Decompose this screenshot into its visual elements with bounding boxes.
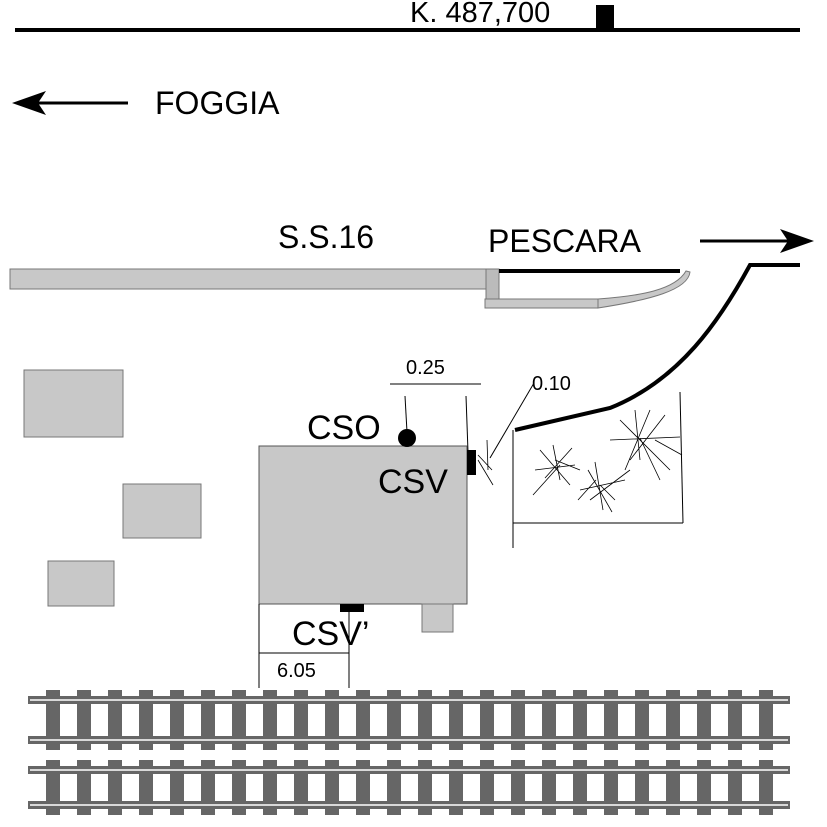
label-cso: CSO	[307, 409, 381, 447]
track-tie	[666, 690, 680, 750]
track-tie	[46, 690, 60, 750]
track-tie	[728, 690, 742, 750]
direction-foggia: FOGGIA	[155, 85, 280, 121]
leader-line	[465, 395, 469, 453]
track-tie	[387, 690, 401, 750]
plant-icon	[532, 409, 683, 513]
arrow-right-icon	[700, 229, 814, 253]
leader-line	[404, 395, 408, 433]
side-road-curve	[597, 270, 691, 309]
track-tie	[325, 690, 339, 750]
track-tie	[170, 690, 184, 750]
side-road	[484, 298, 599, 309]
csv-marker	[467, 450, 476, 475]
cso-marker	[398, 429, 416, 447]
leader-line	[489, 382, 535, 459]
track-tie	[77, 690, 91, 750]
track-tie	[635, 690, 649, 750]
track-tie	[263, 690, 277, 750]
garden-area	[512, 391, 684, 548]
track-tie	[356, 690, 370, 750]
track-tie	[542, 690, 556, 750]
track-tie	[604, 690, 618, 750]
arrow-left-icon	[12, 91, 128, 115]
track-tie	[480, 690, 494, 750]
dimension-top: 0.25	[406, 357, 445, 379]
track-tie	[759, 690, 773, 750]
main-building	[258, 445, 468, 605]
hatch	[477, 439, 494, 486]
track-tie	[108, 690, 122, 750]
building-block	[23, 369, 124, 438]
track-tie	[449, 690, 463, 750]
track-tie	[232, 690, 246, 750]
track-tie	[511, 690, 525, 750]
boundary-line	[514, 263, 800, 432]
dimension-diagonal: 0.10	[532, 373, 571, 395]
road-ss16	[9, 268, 488, 290]
track-tie	[697, 690, 711, 750]
track-tie	[139, 690, 153, 750]
building-annex	[421, 603, 454, 633]
track-tie	[294, 690, 308, 750]
label-csv-prime: CSV’	[292, 615, 369, 653]
dimension-bottom: 6.05	[277, 660, 316, 682]
railway-tracks	[28, 690, 790, 815]
building-block	[122, 483, 202, 539]
km-marker-post	[596, 5, 614, 31]
track-tie	[418, 690, 432, 750]
track-tie	[201, 690, 215, 750]
building-block	[47, 560, 115, 607]
track-tie	[573, 690, 587, 750]
km-marker-label: K. 487,700	[410, 0, 550, 29]
road-junction	[485, 268, 500, 301]
road-label: S.S.16	[278, 219, 374, 255]
direction-pescara: PESCARA	[488, 223, 642, 259]
label-csv: CSV	[378, 463, 448, 501]
csv-prime-marker	[340, 604, 364, 612]
